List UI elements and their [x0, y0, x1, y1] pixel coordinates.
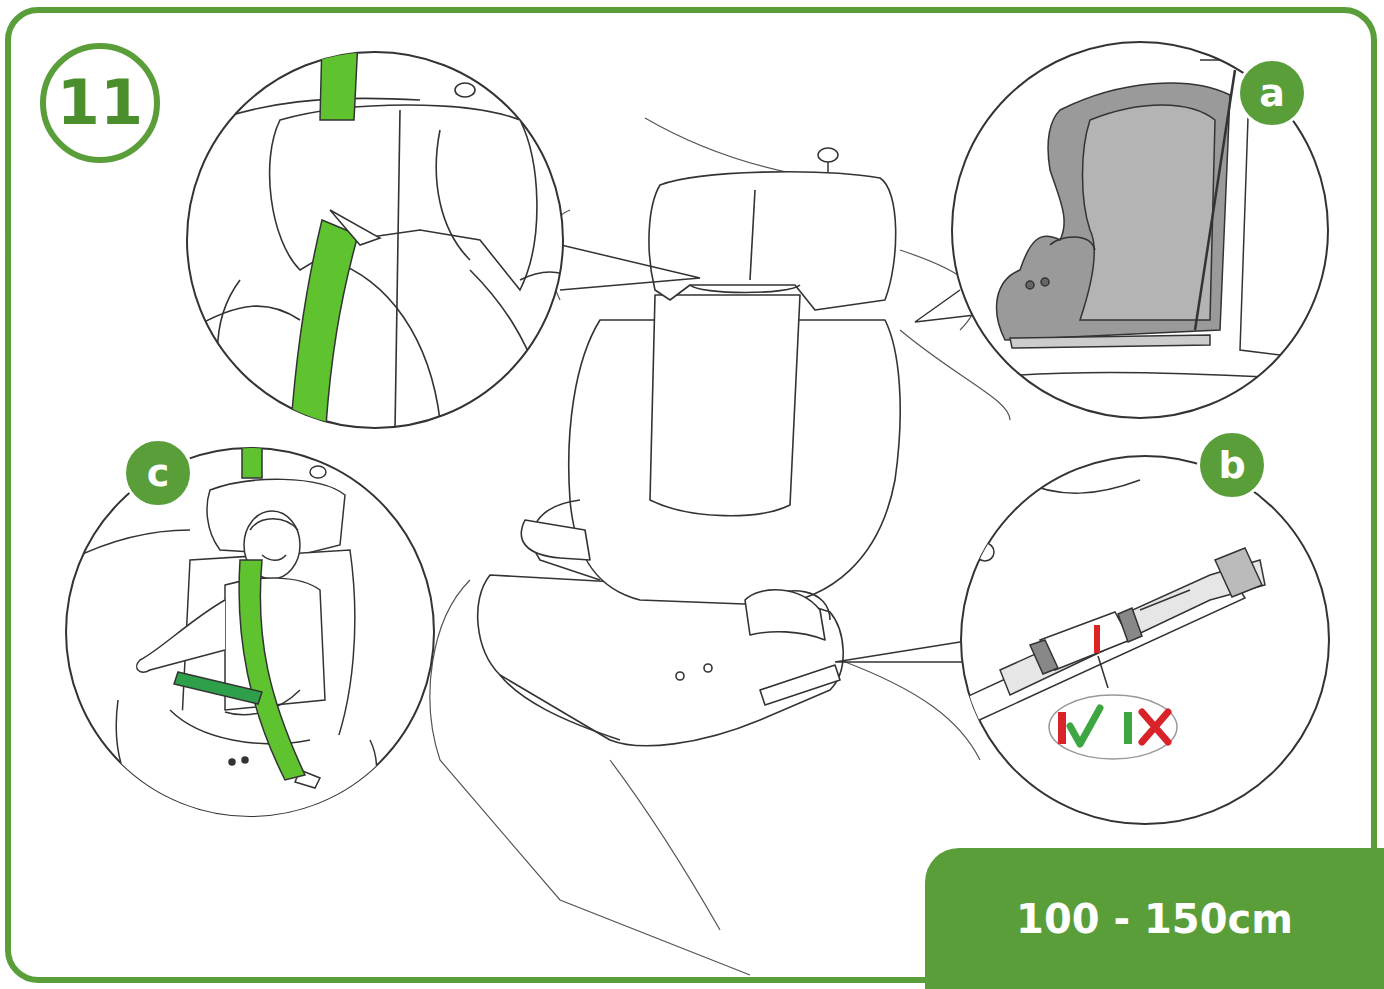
callout-number: 11	[57, 72, 143, 134]
headrest-ring	[818, 148, 838, 172]
zoom-pointers	[540, 240, 975, 662]
zoom-child-belted	[66, 445, 434, 820]
height-range-text: 100 - 150cm	[1016, 899, 1293, 939]
indicator-legend-symbols	[1049, 695, 1177, 759]
zoom-seat-side	[952, 42, 1328, 418]
frame-border	[8, 10, 1374, 980]
callout-badge: a	[1237, 58, 1307, 128]
height-range-band: 100 - 150cm	[925, 848, 1384, 989]
zoom-isofix-indicator	[960, 456, 1329, 824]
callout-badge: c	[123, 438, 193, 508]
callout-number: a	[1259, 74, 1285, 112]
zoom-belt-guide	[187, 40, 600, 440]
callout-badge: b	[1197, 430, 1267, 500]
callout-number: b	[1218, 446, 1245, 484]
step-number-circle: 11	[40, 43, 160, 163]
callout-number: c	[147, 454, 170, 492]
